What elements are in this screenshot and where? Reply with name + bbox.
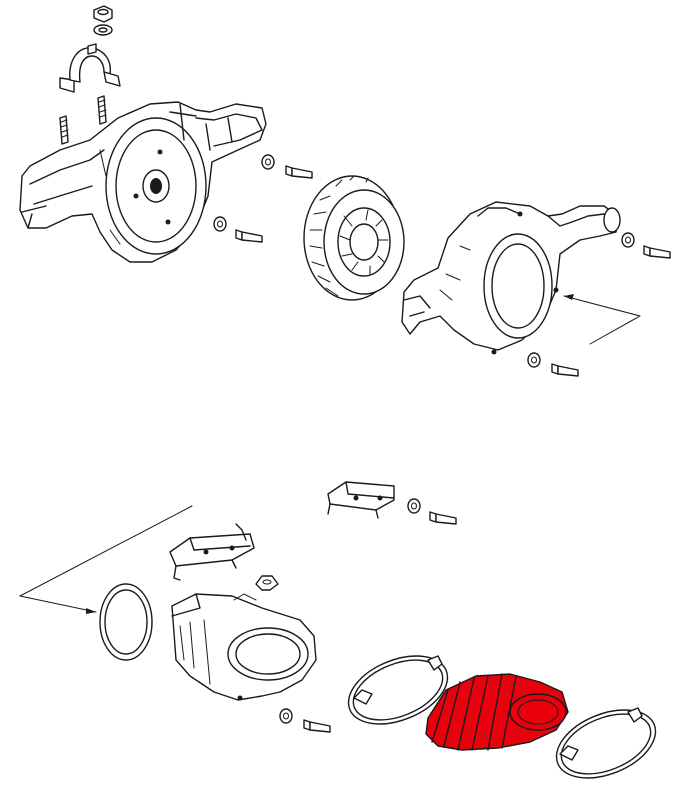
washer-bolt-top-3[interactable]: [621, 232, 671, 259]
washer-bolt-top-2[interactable]: [213, 216, 263, 243]
fan-housing-left[interactable]: [19, 101, 267, 263]
leader-arrow-bottom: [19, 505, 193, 614]
stud-left[interactable]: [59, 115, 69, 145]
intake-bellows-highlighted[interactable]: [425, 673, 569, 751]
washer-bolt-bottom-1[interactable]: [407, 498, 457, 525]
fan-impeller[interactable]: [303, 175, 405, 301]
o-ring-seal[interactable]: [99, 583, 153, 661]
bracket-clamp[interactable]: [59, 43, 121, 93]
washer-bolt-bottom-2[interactable]: [279, 708, 331, 733]
washer-top[interactable]: [93, 24, 113, 36]
leader-arrow-top: [563, 294, 641, 345]
hose-clamp-left[interactable]: [339, 643, 458, 738]
fan-housing-right[interactable]: [401, 201, 621, 355]
washer-bolt-top-1[interactable]: [261, 154, 313, 179]
hose-clamp-right[interactable]: [547, 697, 666, 792]
washer-bolt-top-4[interactable]: [527, 352, 579, 377]
hex-nut[interactable]: [93, 5, 113, 23]
clip-bracket-lower[interactable]: [169, 523, 255, 581]
cap-nut[interactable]: [255, 575, 279, 591]
stud-right[interactable]: [97, 95, 107, 125]
air-shroud[interactable]: [171, 593, 317, 701]
clip-bracket-upper[interactable]: [327, 481, 395, 519]
